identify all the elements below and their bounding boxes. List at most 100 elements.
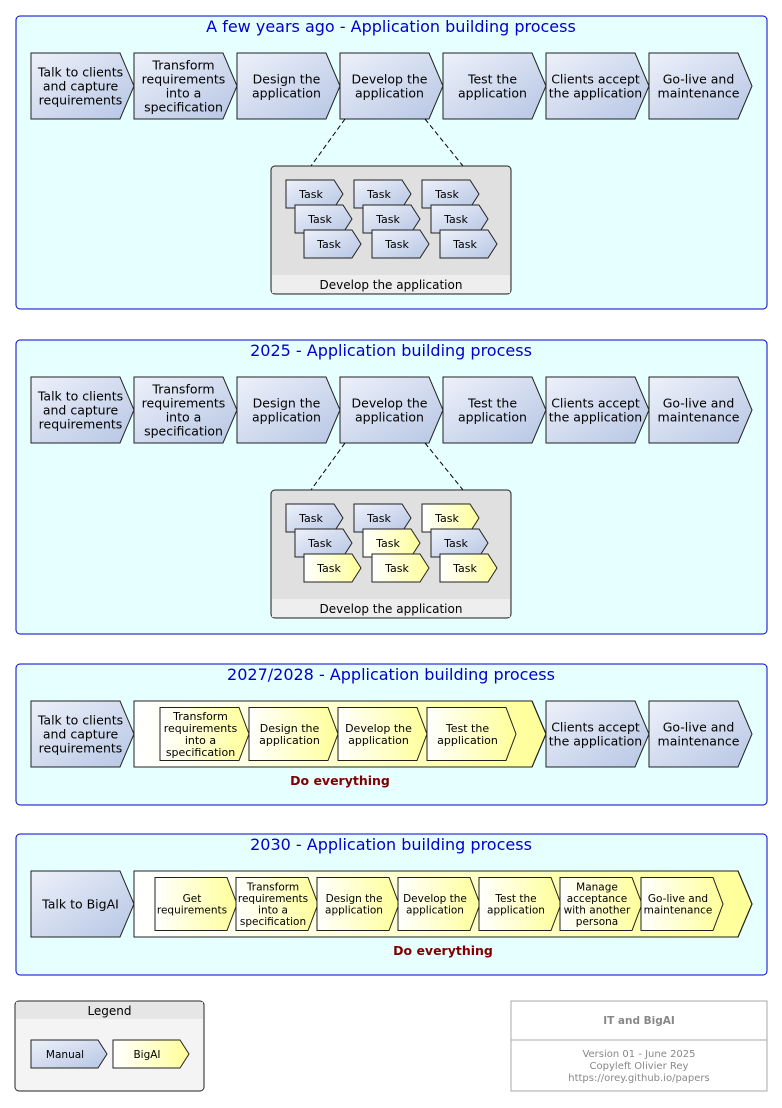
task-label: Task	[298, 188, 323, 201]
process-step	[236, 376, 341, 444]
step-label-line: Get	[183, 893, 202, 905]
task-label: Task	[366, 512, 391, 525]
footer-title: IT and BigAI	[603, 1015, 675, 1027]
step-label-line: maintenance	[658, 734, 740, 749]
step-label-line: Develop the	[345, 722, 412, 735]
inner-step	[248, 707, 339, 761]
step-label-line: Test the	[467, 72, 517, 87]
process-step	[339, 376, 444, 444]
step-label-line: application	[252, 410, 321, 425]
bigai-group-border	[133, 700, 547, 768]
step-label-line: into a	[166, 86, 202, 101]
legend-swatch	[112, 1039, 190, 1069]
step-label-line: requirements	[39, 417, 123, 432]
step-label-line: application	[348, 734, 409, 747]
task-label: Task	[443, 213, 468, 226]
step-label-line: Clients accept	[551, 720, 640, 735]
step-label-line: Develop the	[352, 396, 428, 411]
legend-swatch	[30, 1039, 108, 1069]
panel-title: 2030 - Application building process	[250, 835, 532, 854]
task-step	[430, 528, 489, 558]
step-label-line: and capture	[43, 727, 119, 742]
task-step	[303, 229, 362, 259]
step-label-line: Talk to clients	[37, 389, 123, 404]
step-label-line: Go-live and	[663, 396, 735, 411]
step-label-line: Talk to BigAI	[41, 897, 119, 912]
step-label-line: Design the	[253, 396, 321, 411]
process-step	[236, 52, 341, 120]
task-step	[421, 179, 480, 209]
task-label: Task	[298, 512, 323, 525]
group-caption: Do everything	[393, 943, 493, 958]
inner-step	[337, 707, 428, 761]
task-label: Task	[443, 537, 468, 550]
step-label-line: Develop the	[403, 893, 467, 905]
step-label-line: requirements	[39, 93, 123, 108]
task-step	[285, 179, 344, 209]
inner-step	[640, 877, 724, 931]
step-label-line: Design the	[326, 893, 383, 905]
step-label-line: Talk to clients	[37, 65, 123, 80]
task-label: Task	[375, 537, 400, 550]
process-step	[545, 700, 650, 768]
task-label: Task	[366, 188, 391, 201]
step-label-line: application	[487, 905, 545, 917]
inner-step	[426, 707, 517, 761]
panel-y2025: 2025 - Application building processTalk …	[15, 339, 768, 635]
inner-step	[316, 877, 400, 931]
process-step	[442, 52, 547, 120]
step-label-line: requirements	[142, 396, 226, 411]
process-step	[648, 376, 753, 444]
step-label-line: Transform	[151, 58, 214, 73]
step-label-line: requirements	[238, 893, 308, 905]
step-label-line: specification	[166, 746, 235, 759]
process-step	[648, 700, 753, 768]
task-step	[285, 503, 344, 533]
process-step	[545, 376, 650, 444]
task-step	[353, 179, 412, 209]
step-label-line: Design the	[260, 722, 320, 735]
step-label-line: requirements	[164, 722, 238, 735]
step-label-line: into a	[166, 410, 202, 425]
process-step	[133, 376, 238, 444]
process-step	[30, 870, 135, 938]
step-label-line: acceptance	[567, 893, 628, 905]
step-label-line: specification	[144, 424, 223, 439]
task-label: Task	[384, 562, 409, 575]
inner-step	[559, 877, 643, 931]
task-step	[362, 204, 421, 234]
legend-header	[16, 1002, 203, 1019]
step-label-line: the application	[549, 734, 642, 749]
task-label: Task	[307, 213, 332, 226]
task-label: Task	[434, 188, 459, 201]
step-label-line: requirements	[142, 72, 226, 87]
step-label-line: Transform	[172, 710, 228, 723]
step-label-line: Test the	[445, 722, 489, 735]
step-label-line: Go-live and	[648, 893, 708, 905]
zoom-connector	[310, 118, 346, 167]
step-label-line: application	[458, 410, 527, 425]
zoom-connector	[310, 442, 346, 491]
bigai-group-border	[133, 870, 753, 938]
detail-caption: Develop the application	[320, 602, 463, 616]
footer-line: Version 01 - June 2025	[582, 1049, 695, 1060]
legend-title: Legend	[87, 1004, 131, 1018]
task-label: Task	[452, 238, 477, 251]
step-label-line: Design the	[253, 72, 321, 87]
step-label-line: the application	[549, 410, 642, 425]
step-label-line: requirements	[157, 905, 227, 917]
step-label-line: Develop the	[352, 72, 428, 87]
footer-line: Copyleft Olivier Rey	[590, 1061, 689, 1072]
step-label-line: application	[325, 905, 383, 917]
step-label-line: application	[252, 86, 321, 101]
step-label-line: Talk to clients	[37, 713, 123, 728]
panel-title: 2025 - Application building process	[250, 341, 532, 360]
process-step	[30, 376, 135, 444]
task-step	[421, 503, 480, 533]
step-label-line: specification	[240, 916, 306, 928]
process-step	[648, 52, 753, 120]
task-label: Task	[384, 238, 409, 251]
step-label-line: and capture	[43, 403, 119, 418]
process-step	[30, 700, 135, 768]
footer-frame	[510, 1000, 768, 1092]
